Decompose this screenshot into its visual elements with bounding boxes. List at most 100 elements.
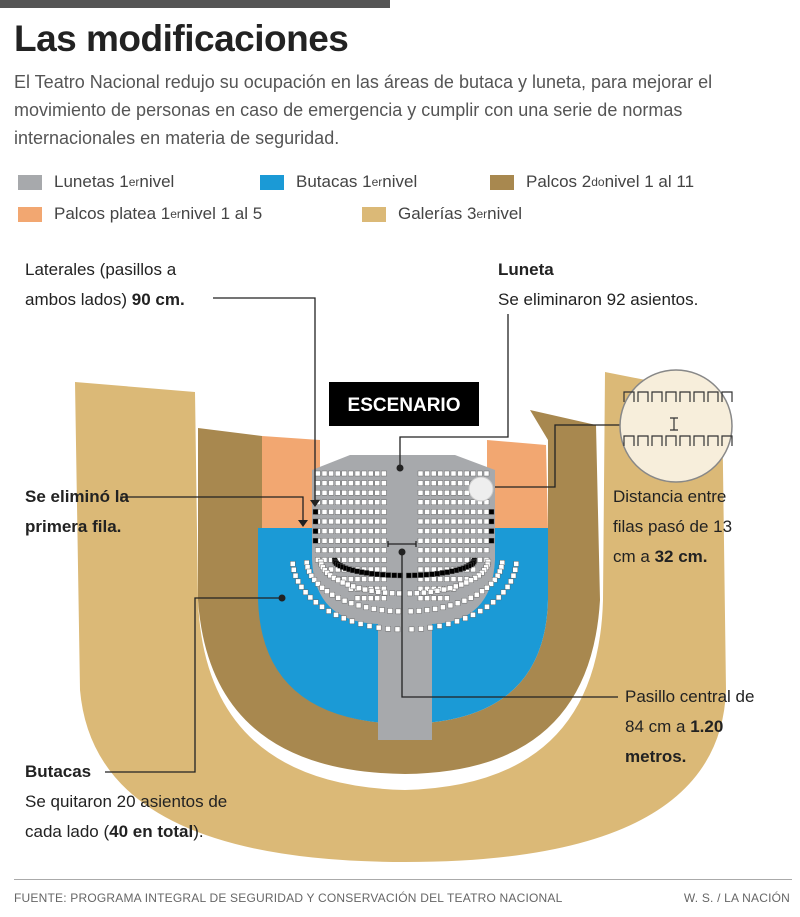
- note-line: 84 cm a 1.20: [625, 712, 754, 742]
- legend-label: Lunetas 1: [54, 172, 129, 191]
- seat: [437, 518, 443, 525]
- note-bold: primera fila.: [25, 517, 122, 536]
- seat: [424, 470, 430, 477]
- seat: [450, 509, 457, 515]
- seat: [461, 597, 468, 604]
- seat: [470, 538, 476, 544]
- lunetas-area: [312, 455, 495, 740]
- seat: [361, 518, 367, 525]
- note-text: 84 cm a: [625, 717, 691, 736]
- seat: [361, 557, 367, 563]
- seat: [444, 499, 450, 505]
- seat: [328, 528, 334, 534]
- note-bold: 40 en total: [109, 822, 194, 841]
- seat: [324, 588, 330, 594]
- seat: [450, 576, 457, 582]
- seat: [444, 509, 450, 515]
- seat: [437, 470, 443, 477]
- seat: [335, 595, 341, 601]
- seat: [368, 528, 374, 534]
- legend-label: Palcos 2: [526, 172, 592, 191]
- seat: [477, 509, 483, 515]
- seat-outline: [679, 391, 691, 402]
- seat: [312, 528, 319, 534]
- note-laterales: Laterales (pasillos a ambos lados) 90 cm…: [25, 255, 185, 315]
- seat: [437, 480, 443, 486]
- seat: [335, 470, 341, 477]
- seat: [374, 509, 380, 515]
- seat: [464, 528, 470, 534]
- seat: [462, 615, 468, 622]
- distancia-leader: [495, 424, 622, 488]
- seat: [450, 528, 457, 534]
- seat: [434, 570, 441, 577]
- seat: [457, 547, 463, 553]
- seat: [374, 528, 380, 534]
- seat: [326, 608, 332, 614]
- seat: [431, 595, 437, 601]
- seat: [379, 571, 386, 578]
- seat: [432, 606, 438, 612]
- seat: [450, 557, 457, 563]
- seat: [341, 490, 347, 496]
- seat: [354, 509, 361, 515]
- seat: [441, 586, 447, 593]
- seat: [464, 509, 470, 515]
- seat: [368, 518, 374, 525]
- seat: [341, 509, 347, 515]
- seat: [464, 518, 470, 525]
- note-bold: 1.20: [690, 717, 724, 736]
- seat: [444, 557, 450, 563]
- seat: [341, 480, 347, 486]
- seat: [437, 547, 443, 553]
- legend-swatch: [260, 174, 284, 190]
- seat: [354, 576, 361, 582]
- seat: [381, 518, 387, 525]
- seat: [361, 576, 367, 582]
- seat: [431, 557, 437, 563]
- seat: [381, 480, 387, 486]
- seat: [321, 518, 328, 525]
- seat: [328, 547, 334, 553]
- seat: [315, 547, 321, 553]
- seat: [447, 602, 454, 609]
- seat: [490, 599, 496, 606]
- seat: [302, 589, 309, 596]
- seat: [417, 499, 424, 505]
- seat: [354, 499, 361, 505]
- note-bold: Se eliminó la: [25, 487, 129, 506]
- seat: [358, 569, 365, 575]
- seat: [361, 470, 367, 477]
- seat: [361, 595, 367, 601]
- seat: [329, 591, 336, 598]
- seat: [470, 528, 476, 534]
- seat: [375, 589, 381, 595]
- seat: [350, 583, 356, 590]
- seat: [354, 470, 361, 477]
- seat: [457, 470, 463, 477]
- seat: [344, 581, 351, 588]
- seat: [483, 518, 490, 525]
- seat: [464, 557, 470, 563]
- seat: [470, 499, 476, 505]
- seat: [313, 599, 319, 606]
- seat: [394, 626, 401, 633]
- seat: [512, 567, 518, 573]
- seat: [374, 576, 380, 582]
- top-bar: [0, 0, 390, 8]
- seat: [431, 480, 437, 486]
- seat: [477, 518, 483, 525]
- note-text: ambos lados): [25, 290, 132, 309]
- seat: [362, 586, 368, 593]
- seat: [374, 566, 380, 573]
- seat: [424, 547, 430, 553]
- seat: [470, 509, 476, 515]
- note-line: cada lado (40 en total).: [25, 817, 227, 847]
- seat: [464, 547, 470, 553]
- seat: [389, 590, 395, 596]
- seat: [381, 547, 387, 553]
- seat: [431, 509, 437, 515]
- seat: [368, 490, 374, 496]
- seat-outline: [721, 391, 733, 402]
- seat: [361, 480, 367, 486]
